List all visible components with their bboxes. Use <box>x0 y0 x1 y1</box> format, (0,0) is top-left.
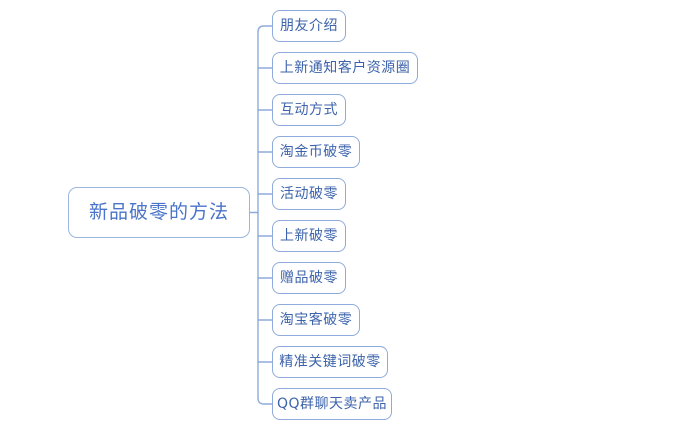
child-node-label: QQ群聊天卖产品 <box>276 396 388 412</box>
mindmap-child-node[interactable]: 精准关键词破零 <box>272 346 388 378</box>
mindmap-child-node[interactable]: 上新破零 <box>272 220 346 252</box>
child-node-label: 朋友介绍 <box>280 18 338 34</box>
branch-connector <box>257 25 273 33</box>
mindmap-child-node[interactable]: 淘金币破零 <box>272 136 360 168</box>
child-node-label: 上新通知客户资源圈 <box>279 60 411 76</box>
mindmap-child-node[interactable]: 互动方式 <box>272 94 346 126</box>
child-node-label: 活动破零 <box>280 186 338 202</box>
mindmap-child-node[interactable]: 朋友介绍 <box>272 10 346 42</box>
mindmap-child-node[interactable]: 赠品破零 <box>272 262 346 294</box>
mindmap-child-node[interactable]: 活动破零 <box>272 178 346 210</box>
mindmap-root-node[interactable]: 新品破零的方法 <box>68 187 250 238</box>
child-node-label: 精准关键词破零 <box>279 354 381 370</box>
root-node-label: 新品破零的方法 <box>88 201 229 223</box>
child-node-label: 赠品破零 <box>280 270 338 286</box>
branch-connector <box>257 397 273 405</box>
mindmap-child-node[interactable]: 淘宝客破零 <box>272 304 360 336</box>
mindmap-child-node[interactable]: QQ群聊天卖产品 <box>272 388 392 420</box>
child-node-label: 上新破零 <box>280 228 338 244</box>
child-node-label: 淘宝客破零 <box>279 312 353 328</box>
child-node-label: 淘金币破零 <box>279 144 353 160</box>
mindmap-child-node[interactable]: 上新通知客户资源圈 <box>272 52 418 84</box>
child-node-label: 互动方式 <box>280 102 338 118</box>
